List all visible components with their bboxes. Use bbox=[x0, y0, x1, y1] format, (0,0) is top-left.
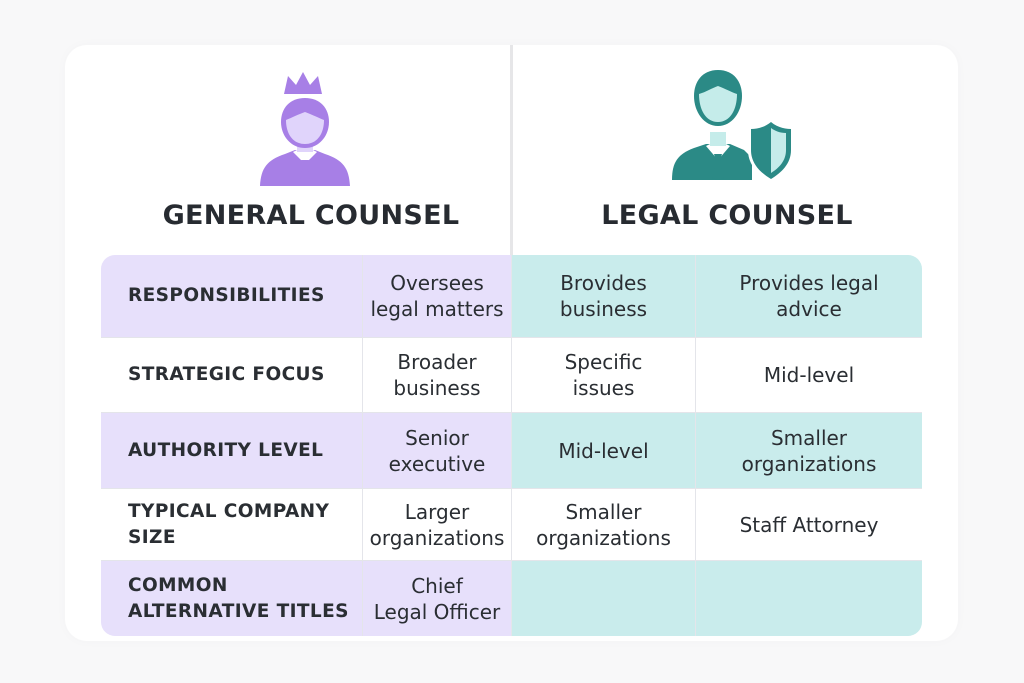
lc-strategic-focus-b: Mid-level bbox=[696, 338, 922, 413]
lc-responsibilities-a: Brovides business bbox=[512, 255, 696, 338]
gc-company-size: Larger organizations bbox=[363, 489, 512, 561]
lc-authority-level-a: Mid-level bbox=[512, 413, 696, 489]
row-label-authority-level: AUTHORITY LEVEL bbox=[101, 413, 363, 489]
lc-responsibilities-b: Provides legal advice bbox=[696, 255, 922, 338]
lc-authority-level-b: Smaller organizations bbox=[696, 413, 922, 489]
lc-company-size-a: Smaller organizations bbox=[512, 489, 696, 561]
row-label-alternative-titles: COMMON ALTERNATIVE TITLES bbox=[101, 561, 363, 636]
lc-strategic-focus-a: Specific issues bbox=[512, 338, 696, 413]
column-divider bbox=[510, 45, 513, 257]
gc-authority-level: Senior executive bbox=[363, 413, 512, 489]
lawyer-with-shield-icon bbox=[668, 66, 803, 186]
general-counsel-title: GENERAL COUNSEL bbox=[162, 200, 460, 231]
gc-strategic-focus: Broader business bbox=[363, 338, 512, 413]
lc-alternative-titles-a bbox=[512, 561, 696, 636]
row-label-strategic-focus: STRATEGIC FOCUS bbox=[101, 338, 363, 413]
legal-counsel-title: LEGAL COUNSEL bbox=[601, 200, 853, 231]
comparison-table: RESPONSIBILITIES Oversees legal matters … bbox=[101, 255, 922, 636]
lc-company-size-b: Staff Attorney bbox=[696, 489, 922, 561]
lc-alternative-titles-b bbox=[696, 561, 922, 636]
gc-responsibilities: Oversees legal matters bbox=[363, 255, 512, 338]
row-label-responsibilities: RESPONSIBILITIES bbox=[101, 255, 363, 338]
row-label-company-size: TYPICAL COMPANY SIZE bbox=[101, 489, 363, 561]
gc-alternative-titles: Chief Legal Officer bbox=[363, 561, 512, 636]
crowned-executive-icon bbox=[255, 68, 355, 188]
